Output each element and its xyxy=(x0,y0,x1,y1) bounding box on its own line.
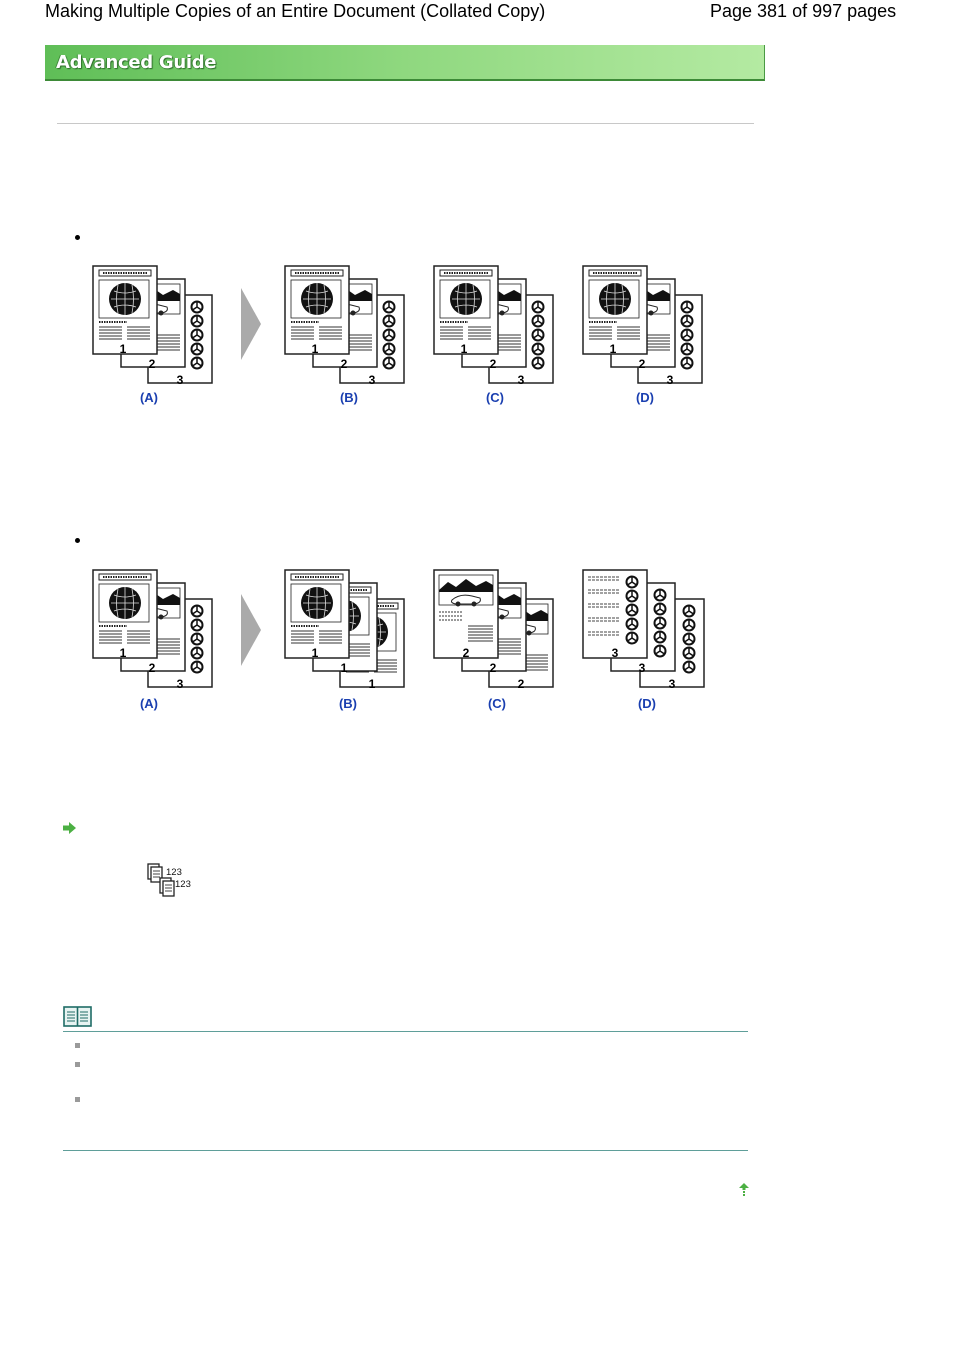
note-bullet xyxy=(75,1097,80,1102)
page-number: 2 xyxy=(490,661,497,675)
flow-arrow xyxy=(241,288,261,360)
page-number: 3 xyxy=(612,646,619,660)
list-bullet xyxy=(75,235,80,240)
flow-arrow xyxy=(241,594,261,666)
collated-copy-diagram: 1 2 3 1 1 1 2 2 2 3 3 3 (A) (B) (C) (D) xyxy=(92,569,705,711)
label-a: (A) xyxy=(140,696,158,711)
label-c: (C) xyxy=(486,390,504,405)
page-number: 2 xyxy=(341,357,348,371)
page-number: 1 xyxy=(369,677,376,691)
stack-b: 1 2 3 xyxy=(284,265,405,387)
label-c: (C) xyxy=(488,696,506,711)
banner-label: Advanced Guide xyxy=(56,52,217,73)
page-number: 3 xyxy=(177,677,184,691)
collate-digits: 123 xyxy=(175,879,191,890)
label-d: (D) xyxy=(638,696,656,711)
page-number: 1 xyxy=(461,342,468,356)
page-number: 3 xyxy=(177,373,184,387)
collate-digits: 123 xyxy=(166,867,182,878)
page-number: 1 xyxy=(312,646,319,660)
page-number: 2 xyxy=(149,661,156,675)
stack-c: 1 2 3 xyxy=(433,265,554,387)
stack-d: 3 3 3 xyxy=(582,569,705,691)
page-number: 1 xyxy=(120,646,127,660)
list-bullet xyxy=(75,538,80,543)
note-bullet xyxy=(75,1043,80,1048)
green-arrow-icon xyxy=(63,822,76,834)
page-number: 1 xyxy=(341,661,348,675)
page-number: 3 xyxy=(639,661,646,675)
advanced-guide-banner: Advanced Guide xyxy=(45,45,765,81)
label-b: (B) xyxy=(340,390,358,405)
page-number: 3 xyxy=(369,373,376,387)
section-divider xyxy=(57,123,754,124)
page-number: 2 xyxy=(490,357,497,371)
page-number: 2 xyxy=(463,646,470,660)
page-number: 2 xyxy=(149,357,156,371)
page-number: 3 xyxy=(669,677,676,691)
stack-a: 1 2 3 xyxy=(92,569,213,691)
stack-d: 1 2 3 xyxy=(582,265,703,387)
stack-c: 2 2 2 xyxy=(433,569,554,691)
note-book-icon xyxy=(63,1006,92,1027)
stack-b: 1 1 1 xyxy=(284,569,405,691)
page-number: 3 xyxy=(518,373,525,387)
note-bottom-rule xyxy=(63,1150,748,1151)
note-top-rule xyxy=(63,1031,748,1032)
page-number: 3 xyxy=(667,373,674,387)
label-d: (D) xyxy=(636,390,654,405)
page-number: 2 xyxy=(518,677,525,691)
label-b: (B) xyxy=(339,696,357,711)
page-number: 1 xyxy=(312,342,319,356)
note-bullet xyxy=(75,1062,80,1067)
uncollated-copy-diagram: 1 2 3 1 2 3 1 2 3 1 2 3 (A) (B) (C) (D) xyxy=(92,265,703,405)
page-number: 1 xyxy=(120,342,127,356)
page-number: 1 xyxy=(610,342,617,356)
page-counter: Page 381 of 997 pages xyxy=(710,1,897,21)
stack-a: 1 2 3 xyxy=(92,265,213,387)
page-number: 2 xyxy=(639,357,646,371)
page-title: Making Multiple Copies of an Entire Docu… xyxy=(45,1,546,21)
label-a: (A) xyxy=(140,390,158,405)
collate-icon: 123 123 xyxy=(147,863,191,897)
back-to-top-arrow-icon[interactable] xyxy=(738,1183,750,1197)
